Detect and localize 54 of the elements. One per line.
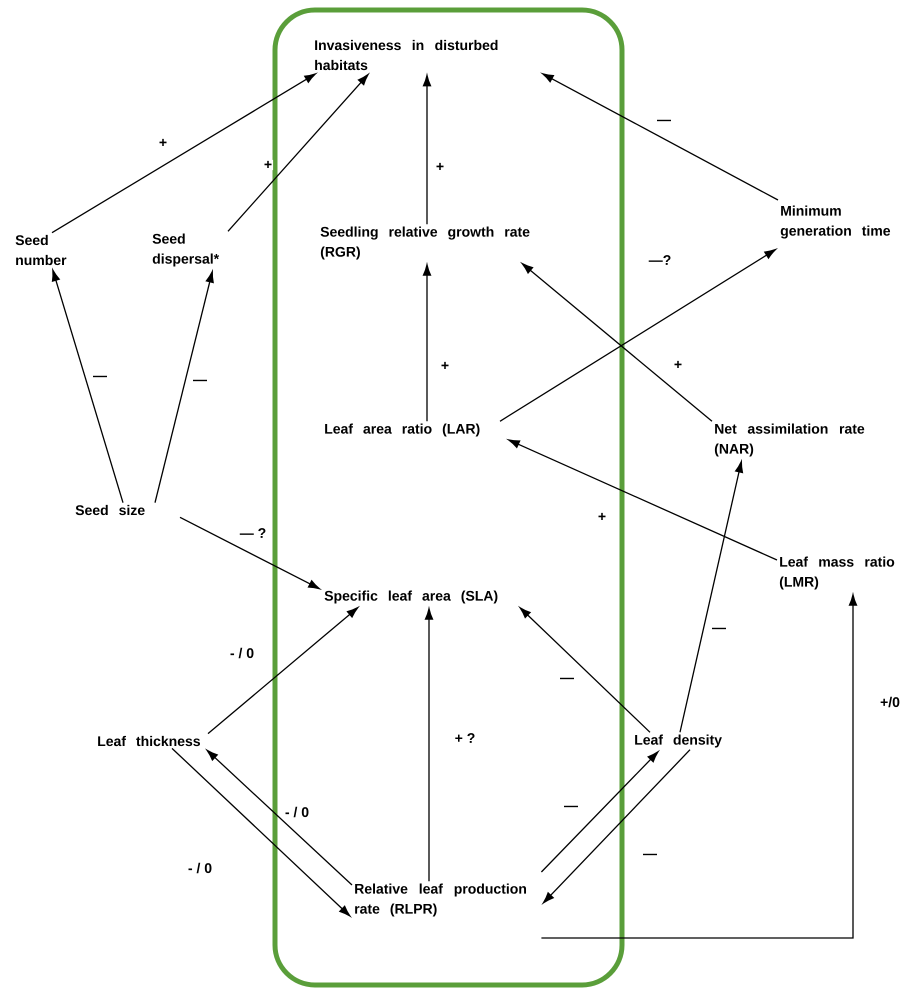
arrow: [206, 750, 352, 886]
arrow: [52, 73, 316, 234]
edge-label: +: [672, 360, 684, 370]
node-label: Leaf mass ratio (LMR): [780, 556, 894, 590]
node-label: Net assimilation rate (NAR): [714, 423, 864, 457]
edge-label: +: [158, 138, 168, 148]
arrow: [172, 748, 350, 917]
edge-label: —: [192, 378, 208, 386]
arrow: [422, 264, 432, 422]
edge-label: —: [711, 626, 727, 634]
edge-label: —: [563, 804, 579, 812]
edge-label: + ?: [454, 732, 476, 744]
edge-label: +/0: [879, 696, 901, 708]
edge-label: —: [559, 676, 575, 684]
arrow: [208, 607, 358, 734]
edge-label: - / 0: [186, 862, 214, 874]
arrow: [520, 607, 650, 733]
node-label: Specific leaf area (SLA): [324, 590, 498, 604]
edge-label: - / 0: [228, 646, 256, 660]
node-label: Leaf area ratio (LAR): [325, 423, 480, 437]
node-label: Leaf density: [635, 734, 722, 748]
node-label: Relative leaf production rate (RLPR): [355, 883, 526, 917]
edge-label: +: [262, 160, 274, 170]
arrow: [154, 271, 214, 503]
edge-label: - / 0: [284, 806, 310, 818]
edge-label: —: [656, 118, 672, 126]
arrow: [508, 439, 778, 561]
arrow: [228, 74, 369, 232]
node-label: Seed number: [16, 234, 66, 266]
arrow: [52, 270, 124, 503]
edge-label: —: [92, 374, 108, 382]
arrow: [522, 263, 712, 422]
highlight-band: [272, 8, 624, 988]
arrow: [500, 249, 776, 422]
edge-label: +: [440, 360, 450, 372]
arrow: [541, 594, 858, 939]
node-label: Seed dispersal*: [152, 233, 220, 267]
node-label: Minimum generation time: [780, 205, 890, 239]
edge-label: +: [434, 162, 446, 172]
edge-label: —: [642, 852, 658, 860]
arrow: [679, 461, 744, 732]
edge-label: — ?: [238, 527, 268, 539]
edge-label: —?: [648, 254, 672, 266]
node-label: Leaf thickness: [98, 736, 200, 746]
node-label: Seed size: [76, 504, 145, 516]
arrow: [540, 751, 658, 872]
node-label: Invasiveness in disturbed habitats: [315, 40, 498, 70]
arrow: [542, 73, 778, 201]
node-label: Seedling relative growth rate (RGR): [320, 226, 530, 260]
arrow: [542, 749, 690, 904]
arrow: [422, 74, 432, 224]
arrow: [424, 608, 434, 882]
arrow: [180, 516, 320, 590]
edge-label: +: [596, 512, 608, 522]
